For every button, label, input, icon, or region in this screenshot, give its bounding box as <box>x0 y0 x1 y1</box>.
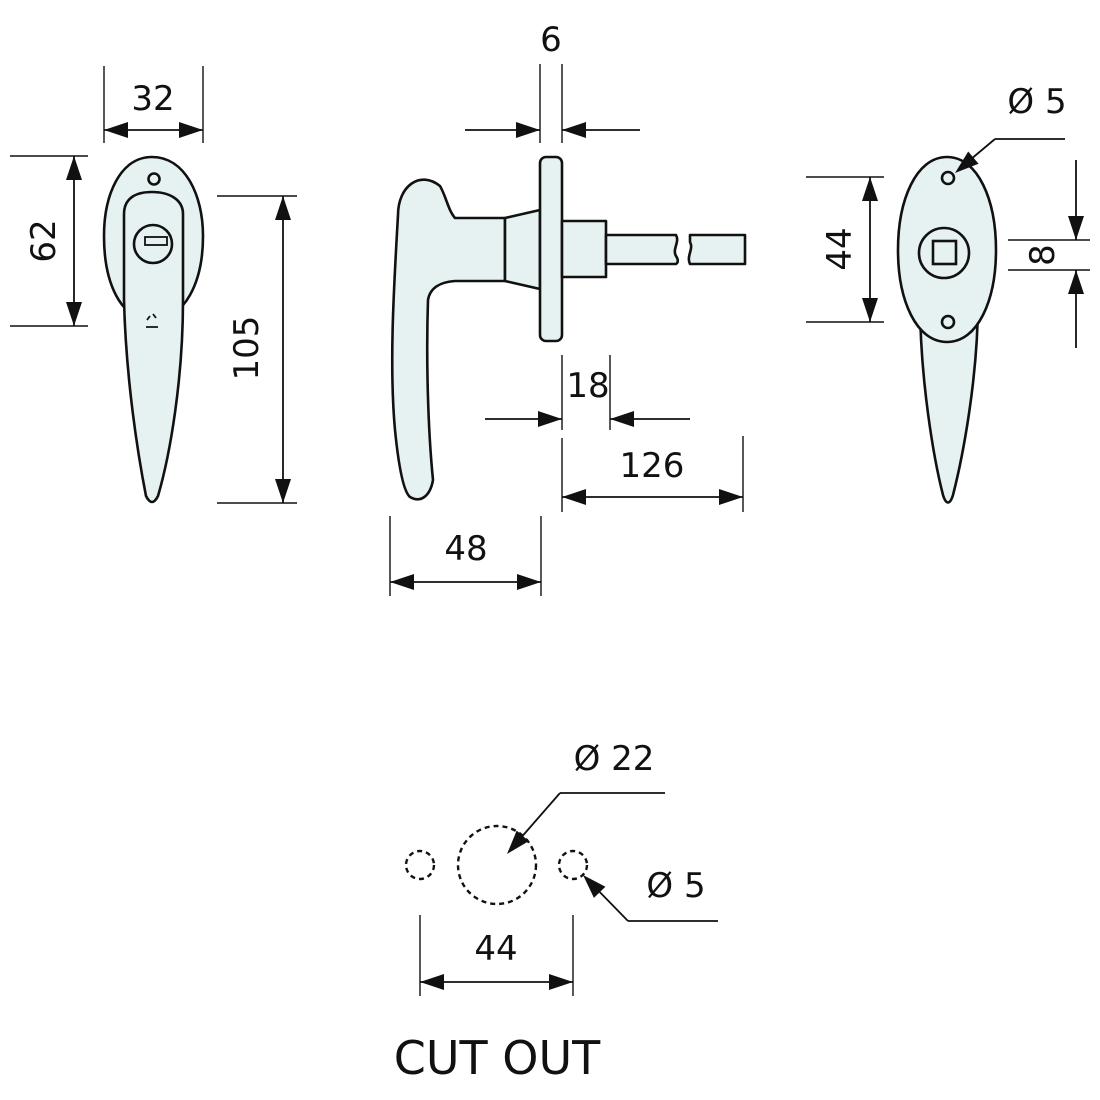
side-lever-outline <box>390 178 507 501</box>
front-screw-hole <box>147 172 161 186</box>
back-spindle-boss <box>917 226 971 280</box>
cutout-title: CUT OUT <box>394 1031 601 1085</box>
side-view: 6 18 126 48 <box>389 20 747 596</box>
cutout-right-hole <box>557 849 589 881</box>
dim-spindle-thickness: 6 <box>540 20 562 60</box>
dim-side-depth: 48 <box>444 529 487 569</box>
back-screw-hole-bottom <box>940 314 956 330</box>
side-spindle-end <box>687 233 747 266</box>
dim-back-square: 8 <box>1023 244 1063 266</box>
dim-back-hole-spacing: 44 <box>820 227 860 270</box>
back-screw-hole-top <box>940 170 956 186</box>
side-rose <box>538 155 564 343</box>
side-spindle <box>604 233 680 266</box>
dim-side-offset: 18 <box>566 366 609 406</box>
back-view: Ø 5 44 8 <box>806 82 1090 504</box>
front-lever-mark <box>146 313 158 328</box>
dim-front-width: 32 <box>131 79 174 119</box>
front-lock-cylinder <box>132 223 174 265</box>
front-key-slot <box>144 236 168 246</box>
dim-cutout-center-dia: Ø 22 <box>574 739 655 779</box>
cutout-left-hole <box>404 849 436 881</box>
cutout-view: Ø 22 Ø 5 44 CUT OUT <box>394 739 718 1085</box>
side-neck <box>503 208 542 291</box>
front-lever-outline <box>122 190 185 504</box>
side-bushing <box>560 219 608 279</box>
dim-back-hole-dia: Ø 5 <box>1007 82 1066 122</box>
dim-front-total-height: 105 <box>227 316 267 381</box>
dim-front-rose-height: 62 <box>24 219 64 262</box>
back-rose-outline <box>896 155 998 344</box>
front-view: 32 62 105 <box>10 66 297 504</box>
back-lever-outline <box>918 298 980 504</box>
back-square-hole <box>931 239 958 266</box>
dim-cutout-spacing: 44 <box>474 929 517 969</box>
dim-side-spindle-length: 126 <box>620 446 685 486</box>
dim-cutout-hole-dia: Ø 5 <box>646 866 705 906</box>
cutout-center-hole <box>456 824 538 906</box>
